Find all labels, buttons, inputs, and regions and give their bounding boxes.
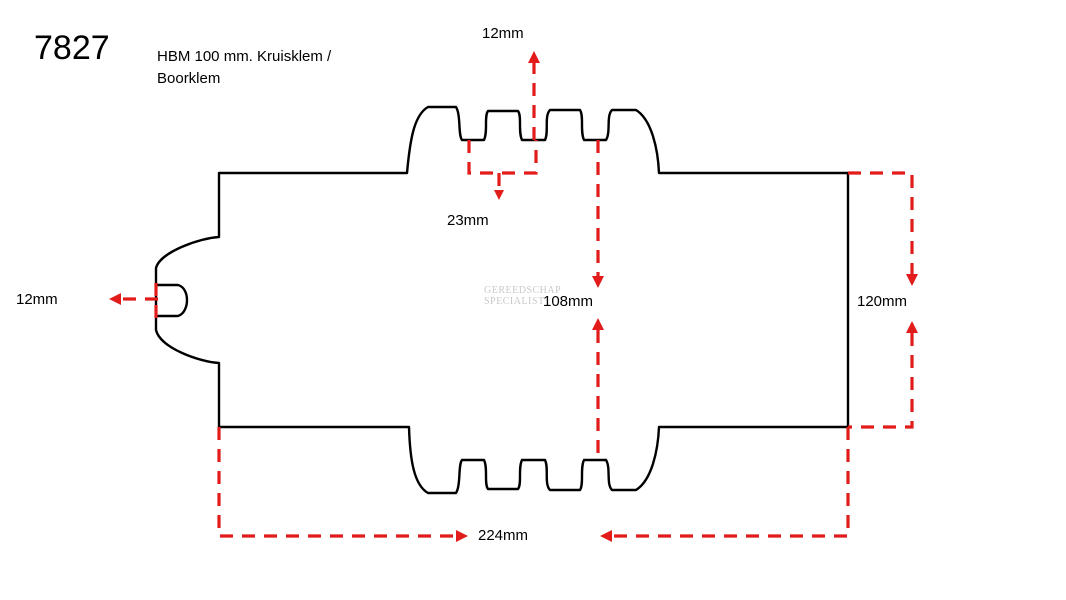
- overall-length-label: 224mm: [478, 527, 529, 544]
- watermark: GEREEDSCHAP SPECIALIST: [484, 285, 561, 307]
- outer-height-line-bottom: [848, 333, 914, 429]
- left-slot-arrowhead: [109, 293, 121, 305]
- left-slot-outline: [156, 283, 189, 318]
- outer-height-line-top: [848, 171, 914, 274]
- inner-height-arrowhead-up: [592, 318, 604, 330]
- part-number: 7827: [34, 29, 110, 67]
- outer-height-arrowhead-up: [906, 321, 918, 333]
- length-arrowhead-right: [456, 530, 468, 542]
- clamp-body-outline: [154, 105, 850, 495]
- slot-depth-arrowhead: [494, 190, 504, 200]
- watermark-line-1: GEREEDSCHAP: [484, 285, 562, 296]
- top-slot-width-label: 12mm: [482, 25, 524, 42]
- length-arrowhead-left: [600, 530, 612, 542]
- outer-height-arrowhead-down: [906, 274, 918, 286]
- length-line-left: [217, 427, 456, 538]
- watermark-line-2: SPECIALIST: [484, 296, 545, 307]
- inner-height-arrowhead-down: [592, 276, 604, 288]
- length-line-right: [612, 427, 850, 538]
- inner-height-label: 108mm: [543, 293, 594, 310]
- slot-depth-label: 23mm: [447, 212, 489, 229]
- product-title: HBM 100 mm. Kruisklem / Boorklem: [157, 48, 332, 87]
- top-slot-arrowhead: [528, 51, 540, 63]
- outer-height-label: 120mm: [857, 293, 908, 310]
- left-slot-width-label: 12mm: [16, 291, 58, 308]
- slot-depth-dimension-line: [467, 140, 538, 175]
